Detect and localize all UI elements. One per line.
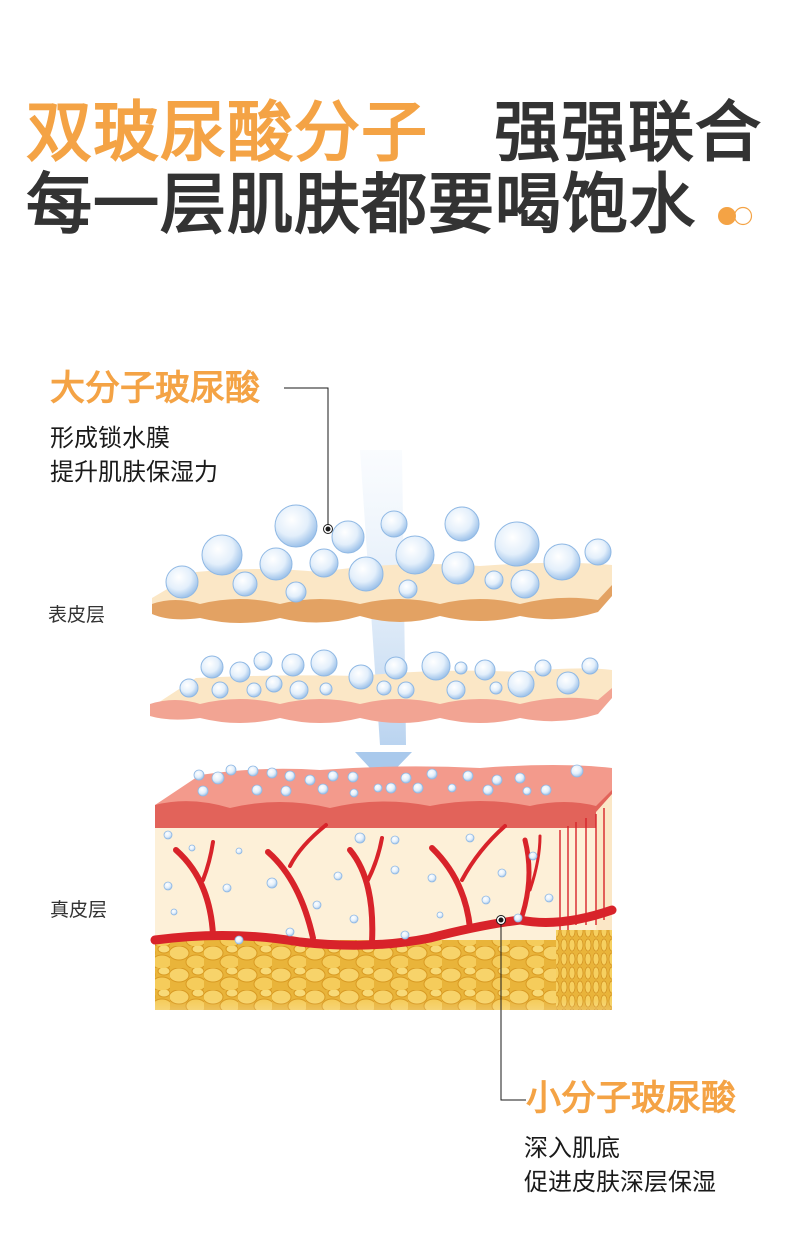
dermis-label: 真皮层 xyxy=(50,899,108,921)
small-molecule-desc-1: 深入肌底 xyxy=(524,1134,620,1162)
headline-accent: 双玻尿酸分子 xyxy=(26,94,428,171)
small-molecule-desc-2: 促进皮肤深层保湿 xyxy=(524,1168,716,1196)
headline-dark: 强强联合 xyxy=(493,94,762,171)
large-molecule-desc-2: 提升肌肤保湿力 xyxy=(50,458,218,486)
headline-line-1: 双玻尿酸分子 强强联合 xyxy=(26,100,762,166)
large-molecule-title: 大分子玻尿酸 xyxy=(50,369,261,409)
large-molecule-desc-1: 形成锁水膜 xyxy=(50,424,170,452)
epidermis-label: 表皮层 xyxy=(48,604,106,626)
two-circles-icon xyxy=(718,206,753,226)
small-molecule-title: 小分子玻尿酸 xyxy=(526,1079,737,1119)
headline-line-2: 每一层肌肤都要喝饱水 xyxy=(26,166,696,243)
